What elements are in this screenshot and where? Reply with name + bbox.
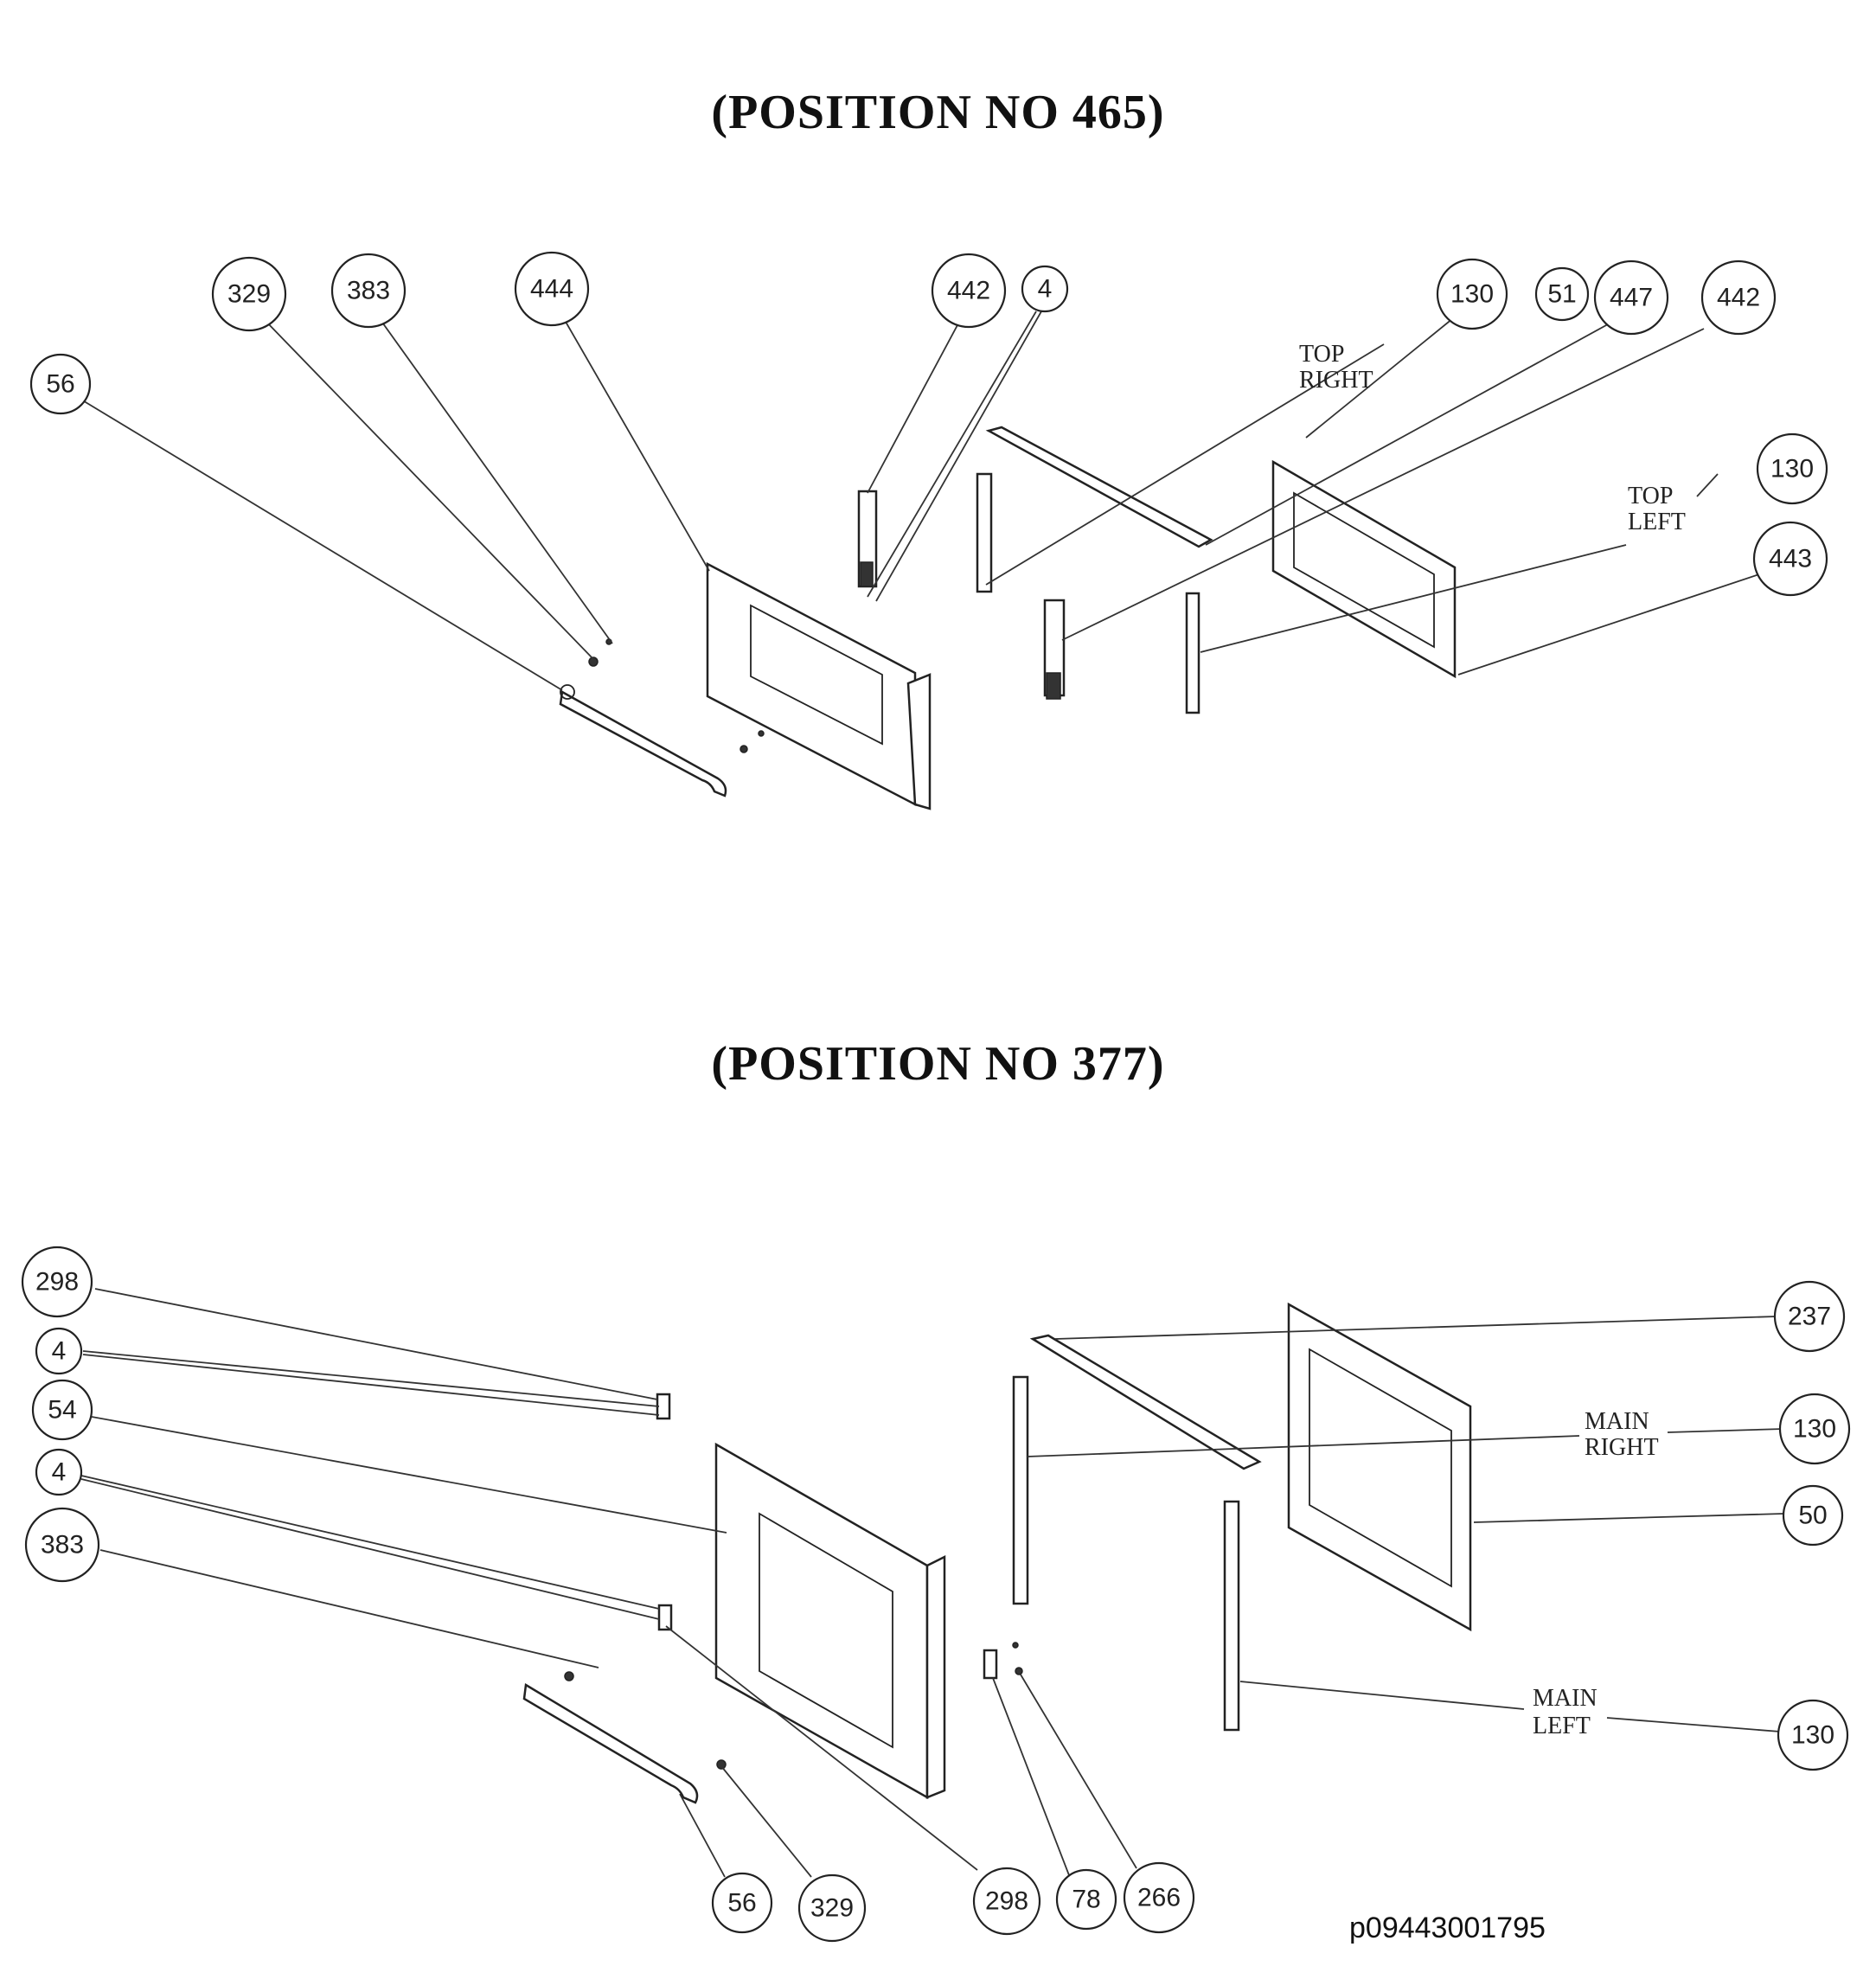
svg-text:442: 442	[1717, 284, 1760, 312]
svg-text:237: 237	[1788, 1303, 1831, 1331]
bottom-vertical-rail-left	[1012, 1375, 1029, 1605]
part-balloon-54-bottom: 54	[31, 1379, 93, 1441]
svg-text:442: 442	[947, 277, 990, 305]
svg-text:329: 329	[810, 1894, 854, 1923]
part-balloon-130-top-b: 130	[1756, 432, 1828, 505]
part-balloon-298-bottom-b: 298	[972, 1867, 1041, 1936]
part-balloon-444-top: 444	[514, 251, 590, 327]
leader-lines	[80, 311, 1784, 1878]
part-balloon-329-bottom: 329	[797, 1873, 867, 1943]
title-position-377: (POSITION NO 377)	[711, 1037, 1165, 1091]
document-code: p09443001795	[1349, 1912, 1546, 1944]
svg-text:78: 78	[1072, 1886, 1100, 1914]
top-upper-bar	[985, 426, 1213, 548]
svg-text:444: 444	[530, 275, 573, 304]
top-hinge-442	[857, 490, 878, 588]
part-balloon-130-bottom-a: 130	[1778, 1393, 1851, 1465]
label-main-left-line2: LEFT	[1533, 1713, 1591, 1739]
part-balloon-266-bottom: 266	[1123, 1861, 1195, 1934]
svg-text:51: 51	[1547, 280, 1576, 309]
part-balloon-130-top-a: 130	[1436, 258, 1508, 330]
part-balloon-383-top: 383	[330, 253, 407, 329]
top-small-screws	[588, 638, 765, 753]
top-vertical-strip	[1185, 592, 1201, 714]
part-balloon-78-bottom: 78	[1055, 1868, 1117, 1931]
svg-text:50: 50	[1798, 1502, 1827, 1530]
part-balloon-442-top-b: 442	[1700, 259, 1777, 336]
label-top-right-line2: RIGHT	[1299, 367, 1373, 394]
top-left-rail	[976, 472, 993, 593]
svg-text:54: 54	[48, 1396, 76, 1425]
label-top-left-line1: TOP	[1628, 483, 1673, 509]
label-top-left-line2: LEFT	[1628, 509, 1686, 535]
part-balloon-56-top: 56	[29, 353, 92, 415]
part-balloon-383-bottom: 383	[24, 1507, 100, 1583]
svg-text:4: 4	[1038, 275, 1053, 304]
bottom-top-bar	[1029, 1334, 1262, 1470]
svg-text:298: 298	[985, 1887, 1028, 1916]
svg-text:329: 329	[227, 280, 271, 309]
svg-text:383: 383	[347, 277, 390, 305]
label-main-right-line1: MAIN	[1585, 1408, 1649, 1435]
svg-text:130: 130	[1793, 1415, 1836, 1444]
part-balloon-56-bottom: 56	[711, 1872, 773, 1934]
svg-text:56: 56	[46, 370, 74, 399]
part-balloon-442-top-a: 442	[931, 253, 1007, 329]
svg-text:130: 130	[1450, 280, 1494, 309]
svg-text:4: 4	[52, 1337, 67, 1366]
svg-text:383: 383	[41, 1531, 84, 1560]
label-main-right-line2: RIGHT	[1585, 1434, 1659, 1461]
svg-text:298: 298	[35, 1268, 79, 1297]
part-balloon-443-top: 443	[1752, 521, 1828, 597]
part-balloon-4-top: 4	[1021, 265, 1069, 313]
part-balloon-4-bottom-a: 4	[35, 1327, 83, 1375]
bottom-door-handle	[522, 1682, 699, 1804]
part-balloon-447-top: 447	[1593, 259, 1669, 336]
part-balloon-51-top: 51	[1534, 266, 1590, 322]
svg-text:130: 130	[1791, 1721, 1834, 1750]
label-main-left-line1: MAIN	[1533, 1685, 1597, 1712]
top-door-handle	[559, 684, 727, 797]
top-door-panel	[706, 561, 932, 810]
title-position-465: (POSITION NO 465)	[711, 86, 1165, 139]
bottom-glass-pane	[1287, 1302, 1472, 1632]
svg-text:443: 443	[1769, 545, 1812, 573]
part-balloon-50-bottom: 50	[1782, 1484, 1844, 1547]
part-balloon-130-bottom-b: 130	[1777, 1699, 1849, 1771]
part-balloon-329-top: 329	[211, 256, 287, 332]
svg-text:56: 56	[727, 1889, 756, 1918]
svg-text:266: 266	[1137, 1884, 1181, 1912]
label-top-right-line1: TOP	[1299, 341, 1344, 368]
bottom-hinge-clips	[564, 1393, 1023, 1770]
svg-text:130: 130	[1770, 455, 1814, 484]
part-balloon-298-bottom-a: 298	[21, 1246, 93, 1318]
svg-text:447: 447	[1610, 284, 1653, 312]
part-balloon-4-bottom-b: 4	[35, 1448, 83, 1496]
part-balloon-237-bottom: 237	[1773, 1280, 1846, 1353]
bottom-vertical-rail-right	[1223, 1500, 1240, 1732]
svg-text:4: 4	[52, 1458, 67, 1487]
bottom-door-panel	[714, 1442, 946, 1800]
top-hinge-center	[1043, 599, 1066, 700]
